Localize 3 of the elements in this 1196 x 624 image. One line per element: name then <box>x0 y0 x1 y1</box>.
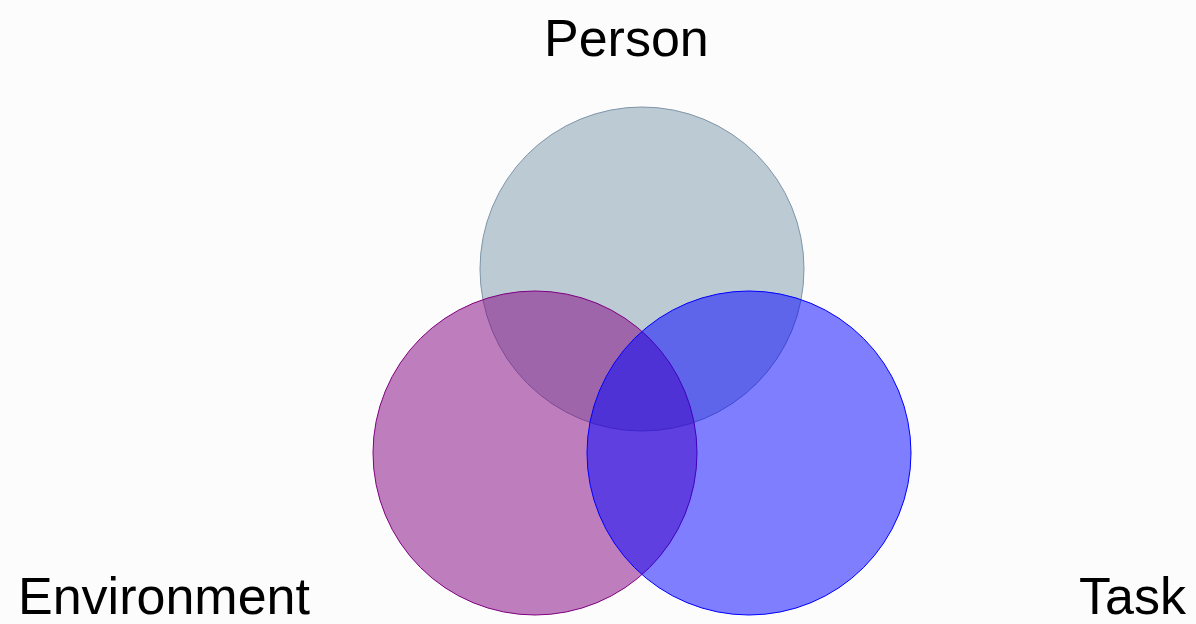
set-label: Task <box>1079 566 1186 624</box>
set-label: Environment <box>18 566 310 624</box>
set-label: Person <box>544 8 709 68</box>
